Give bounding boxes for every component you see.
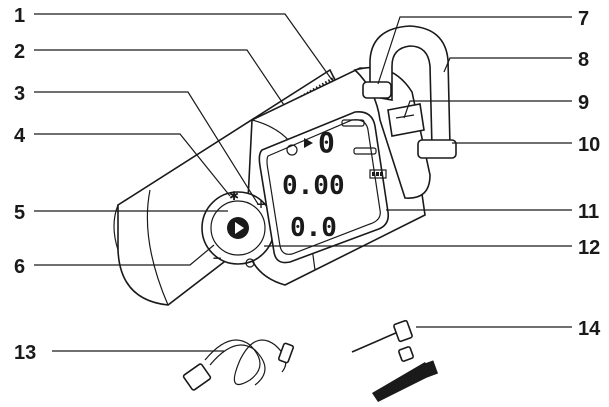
device-body xyxy=(114,68,430,305)
presta-adapter-icon xyxy=(398,346,413,361)
callout-8: 8 xyxy=(578,49,589,71)
cable-plug-a xyxy=(183,363,211,390)
hook-latch-bottom xyxy=(418,140,456,158)
lcd-mid-digits: 0.00 xyxy=(282,171,345,201)
callout-2: 2 xyxy=(14,41,25,63)
callout-6: 6 xyxy=(14,256,25,278)
callout-11: 11 xyxy=(578,201,599,223)
leader-2 xyxy=(34,50,284,105)
callout-1: 1 xyxy=(14,5,25,27)
callout-12: 12 xyxy=(578,237,600,259)
callout-9: 9 xyxy=(578,92,589,114)
cable-plug-c xyxy=(278,343,294,363)
needle-valve-adapter-icon xyxy=(352,320,413,352)
minus-icon[interactable]: − xyxy=(212,251,222,265)
callout-14: 14 xyxy=(578,318,601,340)
callout-7: 7 xyxy=(578,8,589,30)
hook-gate xyxy=(388,104,424,136)
leader-1 xyxy=(34,14,332,80)
leader-8 xyxy=(444,58,572,72)
usb-c-cable-icon xyxy=(183,340,294,391)
hook-latch-top xyxy=(363,82,391,98)
nozzle-cone-icon xyxy=(372,360,438,402)
callout-10: 10 xyxy=(578,134,600,156)
lcd-top-digits: 0 xyxy=(318,126,335,159)
callout-4: 4 xyxy=(14,125,26,147)
lcd-bottom-digits: 0.0 xyxy=(290,213,337,243)
callout-13: 13 xyxy=(14,342,36,364)
callout-3: 3 xyxy=(14,83,25,105)
leader-9 xyxy=(404,101,572,118)
callout-5: 5 xyxy=(14,202,25,224)
accessories xyxy=(352,320,438,402)
star-icon[interactable]: ✱ xyxy=(229,189,239,203)
